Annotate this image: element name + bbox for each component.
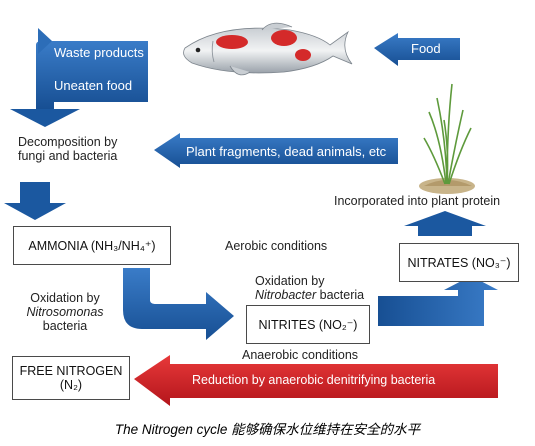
nitrites-box: NITRITES (NO₂⁻) [246, 305, 370, 344]
nitrites-label: NITRITES (NO₂⁻) [258, 317, 358, 332]
oxidation-nitrosomonas-label: Oxidation by Nitrosomonas bacteria [26, 291, 104, 333]
decomposition-label-line1: Decomposition by [18, 135, 118, 149]
figure-caption: The Nitrogen cycle 能够确保水位维持在安全的水平 [114, 422, 421, 437]
decomposition-label-line2: fungi and bacteria [18, 149, 118, 163]
ammonia-box: AMMONIA (NH₃/NH₄⁺) [13, 226, 171, 265]
anaerobic-label: Anaerobic conditions [242, 348, 359, 362]
nitrates-box: NITRATES (NO₃⁻) [399, 243, 519, 282]
uneaten-food-label: Uneaten food [54, 78, 133, 93]
oxidation-nitrobacter-line2: Nitrobacter bacteria [255, 288, 364, 302]
incorporated-arrow [404, 211, 486, 236]
nitrosomonas-genus: Nitrosomonas [26, 305, 104, 319]
plant-illustration [419, 83, 475, 194]
plant-fragments-arrow [154, 133, 398, 168]
free-nitrogen-label-line2: (N₂) [59, 378, 83, 392]
decomposition-arrow [4, 182, 66, 220]
oxidation-nitrosomonas-line1: Oxidation by [30, 291, 100, 305]
free-nitrogen-label-line1: FREE NITROGEN [19, 364, 123, 378]
nitrosomonas-genus-text: Nitrosomonas [26, 305, 104, 319]
reduction-label: Reduction by anaerobic denitrifying bact… [192, 373, 436, 387]
incorporated-label: Incorporated into plant protein [334, 194, 501, 208]
nitrobacter-genus: Nitrobacter [255, 288, 317, 302]
waste-arrow [10, 28, 148, 127]
nitrobacter-suffix: bacteria [316, 288, 365, 302]
food-arrow [374, 33, 460, 66]
free-nitrogen-box: FREE NITROGEN (N₂) [12, 356, 130, 400]
plant-fragments-label: Plant fragments, dead animals, etc [186, 144, 387, 159]
aerobic-label: Aerobic conditions [225, 239, 328, 253]
reduction-arrow [134, 355, 498, 406]
ammonia-to-nitrites-arrow [123, 268, 234, 340]
oxidation-nitrobacter-line1: Oxidation by [255, 274, 325, 288]
nitrites-to-nitrates-arrow [378, 276, 498, 326]
food-label: Food [411, 41, 441, 56]
ammonia-label: AMMONIA (NH₃/NH₄⁺) [28, 238, 156, 253]
fish-illustration [183, 22, 353, 76]
waste-products-label: Waste products [54, 45, 144, 60]
oxidation-nitrosomonas-line3: bacteria [42, 319, 88, 333]
nitrates-label: NITRATES (NO₃⁻) [407, 255, 511, 270]
oxidation-nitrobacter-label: Oxidation by Nitrobacter bacteria [255, 274, 364, 302]
